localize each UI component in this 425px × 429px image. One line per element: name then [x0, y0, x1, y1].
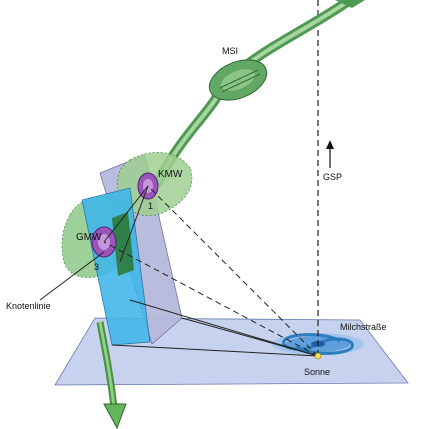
knotenlinie-pointer [39, 251, 105, 301]
label-milchstrasse: Milchstraße [340, 322, 387, 332]
label-msi: MSI [222, 46, 238, 56]
sightlines [103, 185, 319, 357]
node-panel [112, 212, 134, 276]
msi-blob [208, 59, 268, 101]
label-knotenlinie: Knotenlinie [6, 301, 51, 311]
gsp-arrow [326, 140, 334, 168]
gmw-marker: 3 [94, 262, 99, 272]
label-gmw: GMW [76, 232, 102, 243]
green-arrow [96, 321, 127, 429]
label-kmw: KMW [158, 169, 183, 180]
label-sonne: Sonne [304, 367, 330, 377]
label-gsp: GSP [323, 172, 342, 182]
sun-marker [314, 352, 322, 360]
stream-tip [335, 0, 365, 8]
kmw-marker: 1 [148, 201, 153, 211]
